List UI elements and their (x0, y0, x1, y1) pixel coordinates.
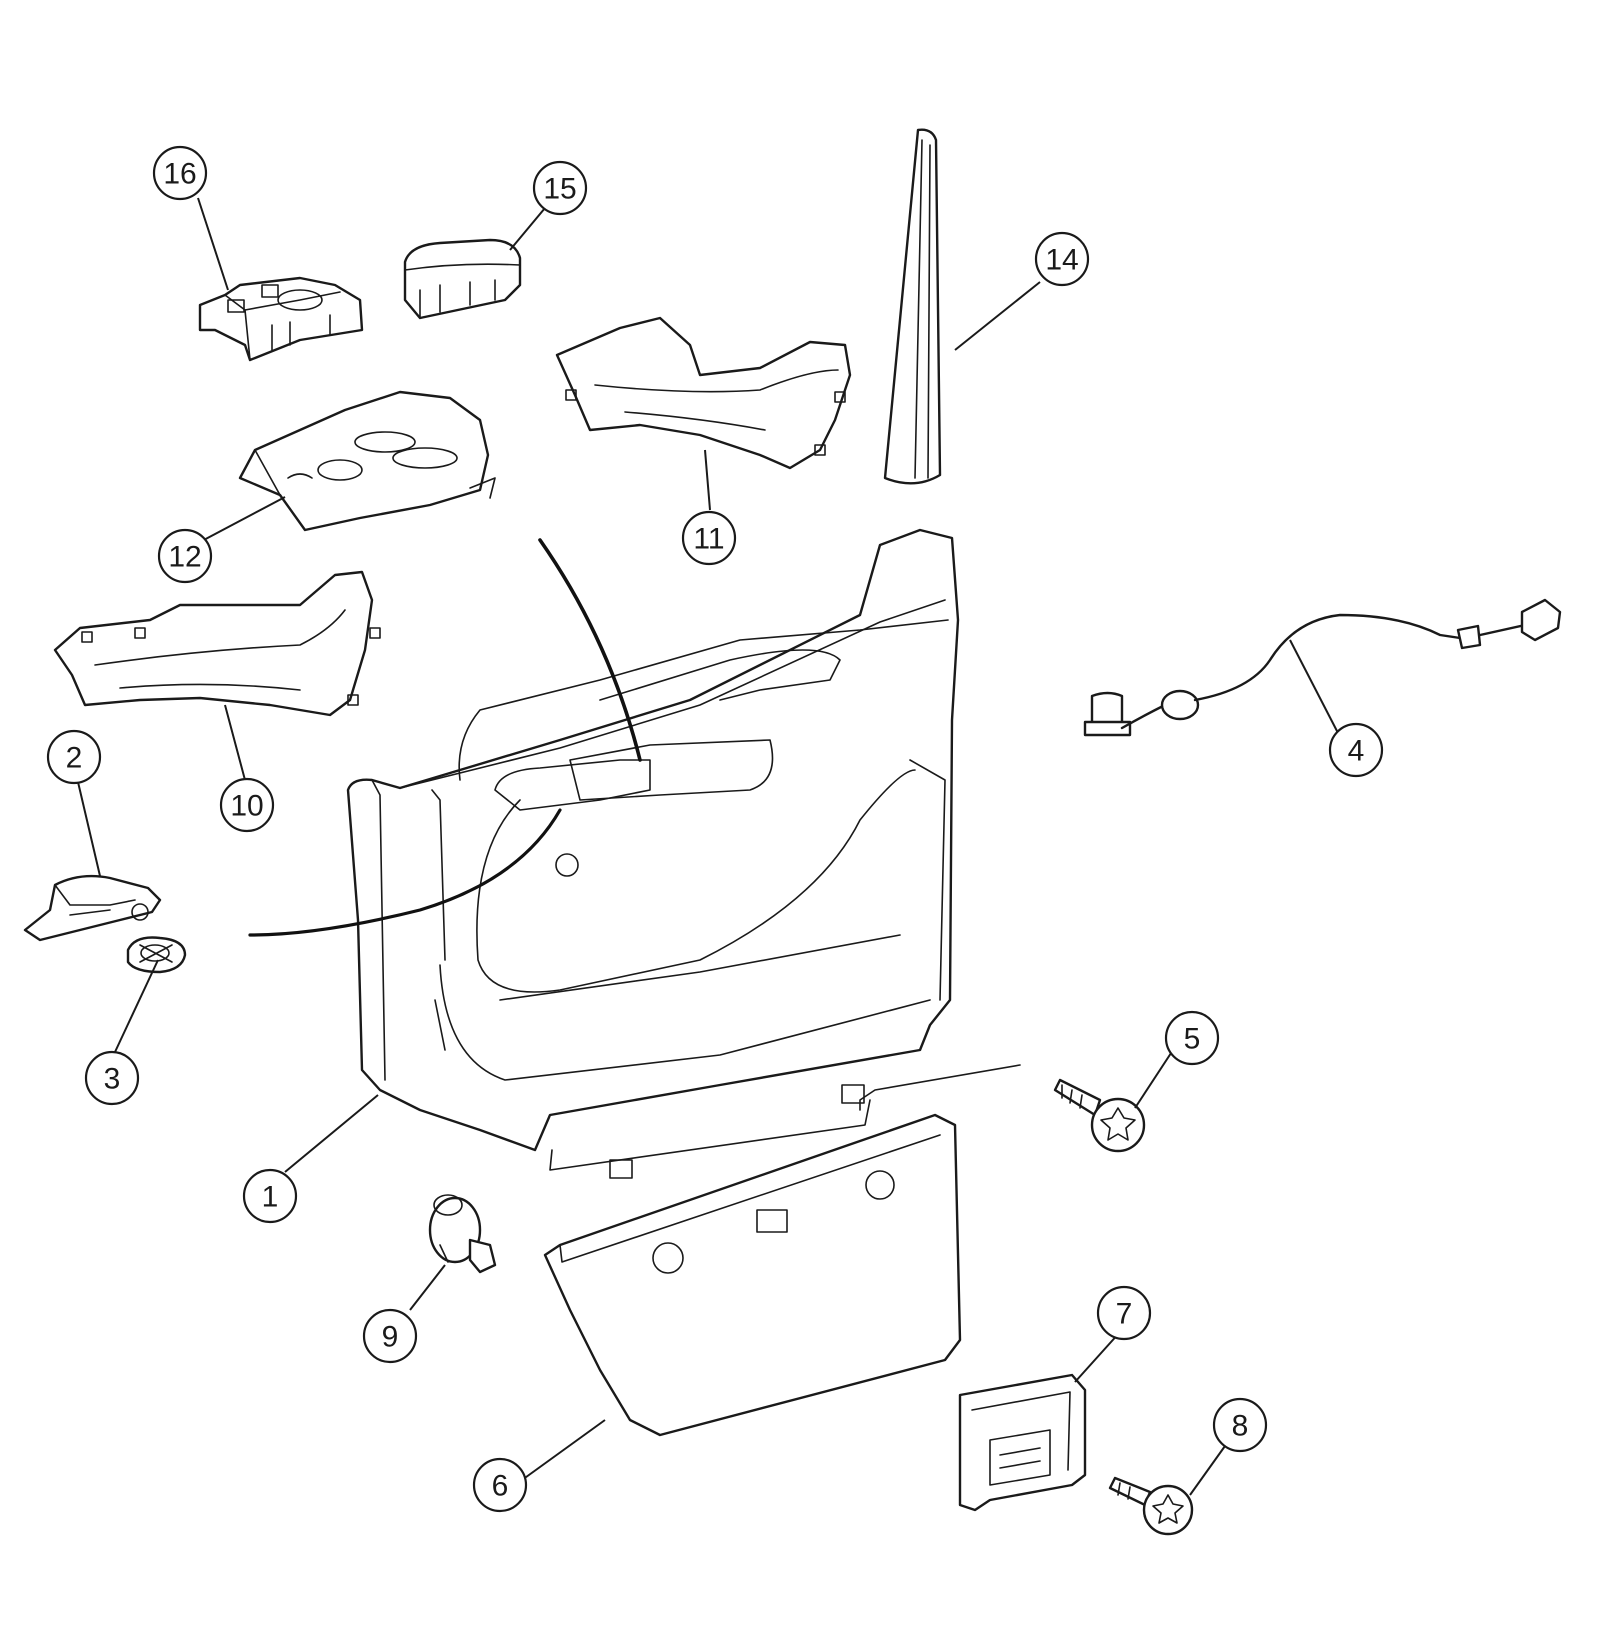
part-16-fastener (428, 1194, 497, 1274)
svg-text:7: 7 (1116, 1298, 1133, 1331)
part-5-screw (859, 1064, 1146, 1153)
svg-text:9: 9 (382, 1321, 399, 1354)
part-12-trim-strip (883, 128, 942, 485)
callout-2: 2 (46, 729, 102, 785)
part-4-wiring-harness (1083, 598, 1562, 737)
svg-text:14: 14 (1045, 244, 1078, 277)
callout-8: 8 (1212, 1397, 1268, 1453)
svg-text:8: 8 (1232, 1410, 1249, 1443)
callout-4: 4 (1328, 722, 1384, 778)
part-6-lower-panel (543, 1113, 962, 1437)
part-3-clip (126, 936, 187, 974)
svg-text:1: 1 (262, 1181, 279, 1214)
part-7-bracket (958, 1373, 1087, 1512)
part-9-switch-bezel (238, 390, 496, 532)
callout-6: 6 (472, 1457, 528, 1513)
callout-1: 1 (242, 1168, 298, 1224)
part-14-armrest-trim (53, 570, 381, 717)
svg-text:3: 3 (104, 1063, 121, 1096)
part-15-armrest-trim (555, 316, 852, 470)
svg-text:10: 10 (230, 790, 263, 823)
part-1-door-trim-panel (346, 528, 960, 1179)
release-cable (248, 538, 642, 937)
svg-text:5: 5 (1184, 1023, 1201, 1056)
callout-14: 10 (219, 777, 275, 833)
callout-12: 14 (1034, 231, 1090, 287)
part-8-screw (1108, 1476, 1194, 1536)
svg-text:6: 6 (492, 1470, 509, 1503)
callout-3: 3 (84, 1050, 140, 1106)
callout-9: 12 (157, 528, 213, 584)
part-10-switch-cap (403, 238, 522, 320)
part-2-inner-handle (23, 874, 162, 942)
svg-text:12: 12 (168, 541, 201, 574)
svg-text:16: 16 (163, 158, 196, 191)
callout-5: 5 (1164, 1010, 1220, 1066)
leader-lines (77, 197, 1339, 1496)
callout-10: 15 (532, 160, 588, 216)
callout-16: 9 (362, 1308, 418, 1364)
callout-15: 11 (681, 510, 737, 566)
part-11-switch-housing (198, 276, 364, 362)
svg-text:4: 4 (1348, 735, 1365, 768)
svg-text:2: 2 (66, 742, 83, 775)
svg-text:11: 11 (693, 523, 724, 556)
callout-11: 16 (152, 145, 208, 201)
svg-text:15: 15 (543, 173, 576, 206)
callout-7: 7 (1096, 1285, 1152, 1341)
